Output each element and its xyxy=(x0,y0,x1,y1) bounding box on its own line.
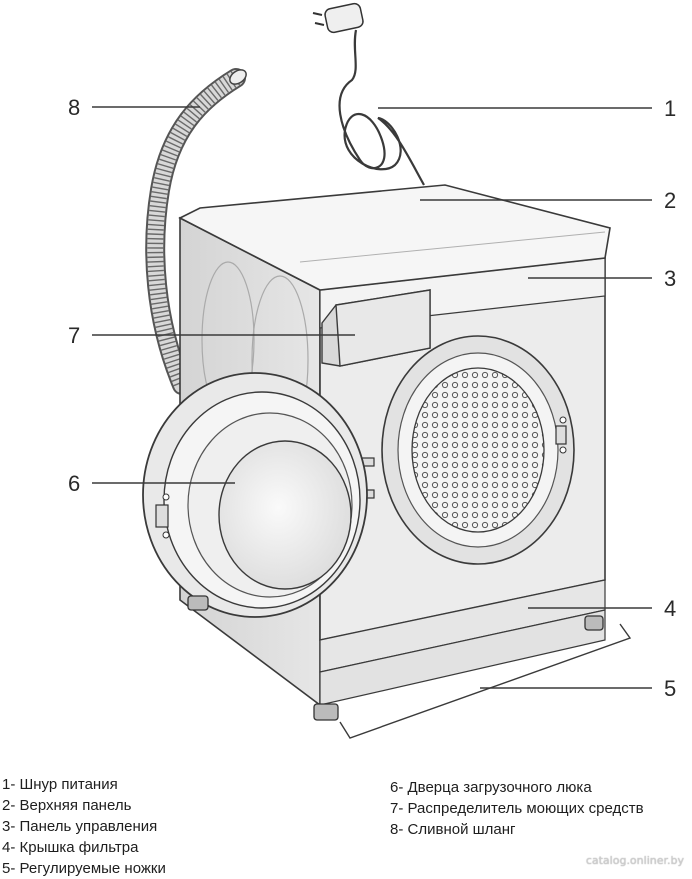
legend-item: 2- Верхняя панель xyxy=(2,797,132,814)
drain-hose xyxy=(145,68,247,395)
legend-item: 1- Шнур питания xyxy=(2,776,118,793)
callout-number-2: 2 xyxy=(664,188,676,213)
callout-number-7: 7 xyxy=(68,323,80,348)
legend-item: 4- Крышка фильтра xyxy=(2,839,139,856)
detergent-drawer xyxy=(321,289,431,367)
legend-item: 7- Распределитель моющих средств xyxy=(390,800,644,817)
legend-item: 8- Сливной шланг xyxy=(390,821,516,838)
callout-number-5: 5 xyxy=(664,676,676,701)
legend-item: 5- Регулируемые ножки xyxy=(2,860,166,877)
drum-opening xyxy=(381,335,575,565)
legend-item: 3- Панель управления xyxy=(2,818,158,835)
adjustable-feet xyxy=(187,595,604,721)
legend-item: 6- Дверца загрузочного люка xyxy=(390,779,592,796)
callout-number-6: 6 xyxy=(68,471,80,496)
callout-number-3: 3 xyxy=(664,266,676,291)
power-cord xyxy=(312,2,425,186)
watermark: catalog.onliner.by xyxy=(585,854,684,867)
callout-number-4: 4 xyxy=(664,596,676,621)
callout-number-1: 1 xyxy=(664,96,676,121)
legend-right-column: 6- Дверца загрузочного люка 7- Распредел… xyxy=(390,777,644,840)
leader-lines xyxy=(92,106,652,689)
loading-door xyxy=(142,372,375,618)
callout-numbers: 1 2 3 4 5 6 7 8 xyxy=(68,95,676,701)
legend-left-column: 1- Шнур питания 2- Верхняя панель 3- Пан… xyxy=(2,774,166,879)
callout-number-8: 8 xyxy=(68,95,80,120)
